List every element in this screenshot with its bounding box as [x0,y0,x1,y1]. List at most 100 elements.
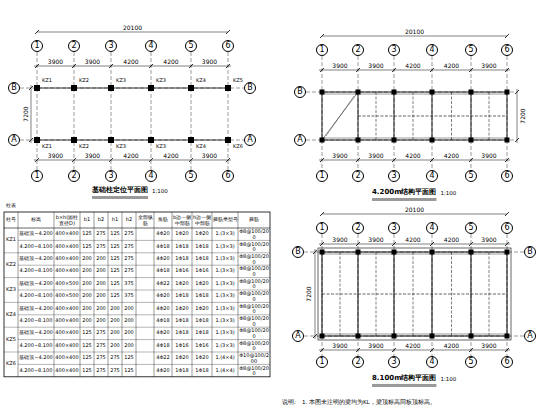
axis-line [151,52,152,170]
dimension-text: 20100 [405,207,424,214]
secondary-beam-line [489,92,490,140]
title-underline [372,200,436,201]
table-cell: 1Φ20 [172,355,192,361]
grid-axis-bubble: 1 [316,356,328,368]
dimension-text: 4200 [444,237,459,244]
axis-number: 6 [225,42,230,50]
dimension-text: 3900 [332,153,347,160]
column-section [469,334,474,339]
dimension-tick [515,90,519,94]
axis-number: B [11,84,17,92]
table-cell: Φ8@100/200 [238,291,270,302]
dimension-tick [356,348,360,352]
table-cell: 4Φ18 [154,244,172,250]
grid-axis-bubble: A [292,330,304,342]
table-header: h1 [108,217,122,223]
table-cell: 200 [94,269,108,275]
dimension-text: 4200 [405,237,420,244]
axis-line [394,56,395,170]
table-cell: 400×400 [54,256,80,262]
axis-line [432,56,433,170]
table-cell: 400×400 [54,318,80,324]
axis-line [306,140,515,141]
grid-axis-bubble: 6 [501,44,513,56]
column-mark: KZ2 [79,144,89,150]
axis-line [191,52,192,170]
table-cell: Φ8@100/200 [238,365,270,376]
drawing-title: 基础柱定位平面图 [92,187,148,195]
grid-axis-bubble: 2 [352,222,364,234]
table-cell: 1.(3×3) [212,293,238,299]
table-cell: 1.(3×3) [212,318,238,324]
column-section [430,138,435,143]
axis-line [306,92,515,93]
dimension-tick [505,68,509,72]
table-header: h边一侧中部筋 [192,215,212,226]
table-cell: 1.(3×3) [212,281,238,287]
axis-number: 3 [108,42,113,50]
dimension-tick [469,158,473,162]
table-cell: 125 [80,355,94,361]
grid-axis-bubble: 5 [465,356,477,368]
table-grid-line [4,327,270,328]
table-cell: 275 [122,244,136,250]
title-underline [372,199,436,200]
table-cell: 1Φ20 [192,306,212,312]
table-header: 箍筋类型号 [212,217,238,223]
table-cell: 200 [122,331,136,337]
dimension-text: 4200 [444,343,459,350]
table-cell: 1Φ20 [172,231,192,237]
table-cell: 200 [80,281,94,287]
table-cell: 400×400 [54,355,80,361]
grid-axis-bubble: 1 [31,40,43,52]
drawing-title: 4.200m结构平面图 [372,189,436,197]
table-grid-line [18,265,270,266]
grid-axis-bubble: 2 [352,170,364,182]
grid-axis-bubble: 4 [145,40,157,52]
table-header: b×h(圆柱直径D) [54,215,80,226]
column-section [505,334,510,339]
dimension-line [319,350,510,351]
grid-axis-bubble: 6 [501,356,513,368]
table-cell: 1Φ18 [192,318,212,324]
dimension-tick [430,348,434,352]
column-mark: KZ2 [79,78,89,84]
grid-axis-bubble: 6 [501,170,513,182]
axis-number: 5 [468,224,473,232]
table-header: h2 [122,217,136,223]
table-cell: 125 [80,368,94,374]
axis-number: 5 [188,172,193,180]
axis-number: 4 [429,358,434,366]
grid-axis-bubble: 3 [105,40,117,52]
secondary-beam-line [340,252,341,336]
table-cell: 4Φ20 [154,331,172,337]
dimension-text: 3900 [202,153,217,160]
table-cell: 400×400 [54,331,80,337]
dimension-tick [430,68,434,72]
title-underline [92,198,148,199]
axis-number: 5 [468,46,473,54]
table-cell: 200 [80,256,94,262]
dimension-tick [149,64,153,68]
tie-beam-line [37,88,228,89]
axis-line [471,56,472,170]
column-section [356,334,361,339]
table-cell: Φ8@100/200 [238,278,270,289]
table-cell: 1Φ18 [172,293,192,299]
grid-axis-bubble: 4 [426,170,438,182]
grid-axis-bubble: B [8,82,20,94]
grid-axis-bubble: B [244,82,256,94]
column-id-cell: KZ5 [4,337,18,343]
table-cell: Φ8@100/200 [238,303,270,314]
column-id-cell: KZ3 [4,287,18,293]
table-cell: 4.200~8.100 [18,318,54,324]
grid-axis-bubble: 3 [388,44,400,56]
table-cell: 125 [80,343,94,349]
grid-axis-bubble: 5 [465,222,477,234]
table-cell: 4Φ20 [154,368,172,374]
column-section [430,250,435,255]
table-cell: 4.200~8.100 [18,293,54,299]
table-grid-line [18,314,270,315]
beam-line [322,252,507,253]
table-cell: 200 [94,256,108,262]
